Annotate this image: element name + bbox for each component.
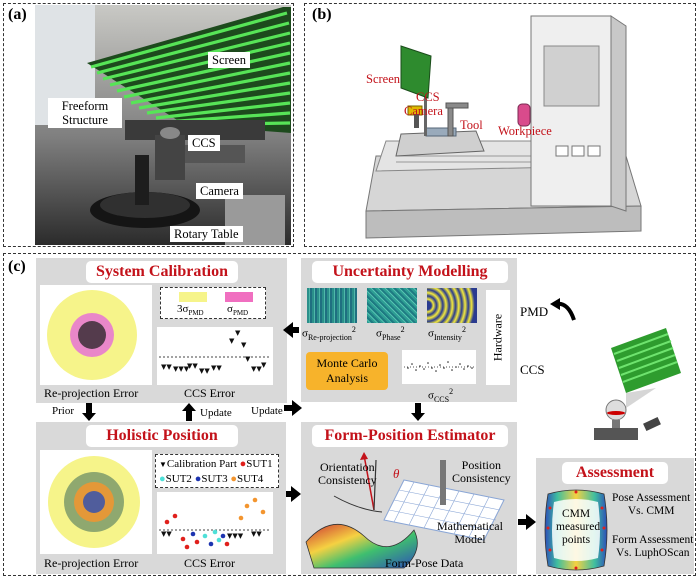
label-workpiece: Workpiece <box>498 124 552 138</box>
svg-text:▼▼: ▼▼ <box>251 530 262 538</box>
legend-label-sigma: σPMD <box>227 303 249 318</box>
reproj-caption-holistic: Re-projection Error <box>44 556 139 570</box>
sigma-legend: 3σPMD σPMD <box>160 287 266 319</box>
label-camera-b: Camera <box>404 104 443 118</box>
svg-text:▼▼: ▼▼ <box>251 365 262 373</box>
machine-cad-illustration <box>365 15 642 239</box>
svg-text:▼: ▼ <box>245 355 251 363</box>
reprojection-error-plot-calib <box>40 285 152 385</box>
ccs-noise-plot <box>402 350 476 384</box>
panel-a-photo <box>35 5 291 245</box>
sigma-phase-label: σPhase2 <box>376 325 405 342</box>
svg-text:▼: ▼ <box>229 337 235 345</box>
svg-text:▼: ▼ <box>235 329 241 337</box>
sigma-intensity-label: σIntensity2 <box>428 325 466 342</box>
arrow-uncertainty-to-estimator <box>411 403 425 421</box>
svg-text:▼▼: ▼▼ <box>161 363 172 371</box>
ccs-error-plot-holistic: ▼▼▼▼▼▼▼ <box>157 492 273 554</box>
legend-swatch-3sigma <box>179 292 207 302</box>
label-ccs-b: CCS <box>416 90 440 104</box>
panel-a-label: (a) <box>8 6 27 23</box>
uncertainty-title: Uncertainty Modelling <box>312 261 508 283</box>
panel-c-label: (c) <box>8 258 26 275</box>
holistic-legend: ▼Calibration Part ●SUT1 ●SUT2 ●SUT3 ●SUT… <box>155 454 279 488</box>
label-screen-a: Screen <box>208 52 251 68</box>
update-label-left: Update <box>200 407 232 419</box>
lab-photo-illustration <box>35 5 291 245</box>
ccs-caption-calib: CCS Error <box>184 386 235 400</box>
sigma-reprojection-label: σRe-projection2 <box>302 325 356 342</box>
arrow-estimator-to-calibration <box>284 400 302 416</box>
svg-text:▼▼▼: ▼▼▼ <box>173 365 190 373</box>
label-camera-a: Camera <box>196 183 243 199</box>
svg-text:▼: ▼ <box>241 341 247 349</box>
panel-b-label: (b) <box>312 6 332 23</box>
svg-text:▼▼: ▼▼ <box>187 362 198 370</box>
arrow-holistic-to-estimator <box>283 486 301 502</box>
panel-c-frame <box>3 253 696 576</box>
legend-calibration-part: ▼Calibration Part ●SUT1 <box>159 458 273 470</box>
holistic-position-title: Holistic Position <box>86 425 238 447</box>
prior-label: Prior <box>52 405 74 417</box>
hardware-box <box>486 290 510 385</box>
arrow-update-up <box>182 403 196 421</box>
svg-text:▼▼: ▼▼ <box>211 364 222 372</box>
label-ccs-a: CCS <box>188 135 220 151</box>
arrow-prior-down <box>82 403 96 421</box>
estimator-illustration <box>305 452 505 569</box>
noise-reprojection-image <box>307 288 357 323</box>
panel-b-frame <box>304 3 696 247</box>
noise-phase-image <box>367 288 417 323</box>
estimator-title: Form-Position Estimator <box>312 425 508 447</box>
arrow-uncertainty-to-calibration <box>283 322 299 338</box>
legend-sut-row: ●SUT2 ●SUT3 ●SUT4 <box>159 473 264 485</box>
ccs-error-plot-calib: ▼▼▼▼▼▼▼▼▼▼▼ ▼▼▼▼ ▼▼▼ <box>157 327 273 385</box>
reproj-caption-calib: Re-projection Error <box>44 386 139 400</box>
system-calibration-title: System Calibration <box>86 261 238 283</box>
svg-text:▼▼: ▼▼ <box>161 530 172 538</box>
reprojection-error-plot-holistic <box>40 450 152 554</box>
legend-label-3sigma: 3σPMD <box>177 303 204 318</box>
noise-intensity-image <box>427 288 477 323</box>
svg-text:▼▼▼: ▼▼▼ <box>227 532 244 540</box>
arrow-estimator-to-assessment <box>518 514 536 530</box>
panel-a-frame <box>3 3 294 247</box>
label-tool: Tool <box>460 118 483 132</box>
assessment-part-illustration <box>544 489 608 571</box>
svg-text:▼▼: ▼▼ <box>199 367 210 375</box>
form-pose-data-label: Form-Pose Data <box>385 556 464 570</box>
ccs-caption-holistic: CCS Error <box>184 556 235 570</box>
pmd-label: PMD <box>520 304 549 319</box>
hardware-label: Hardware <box>490 313 505 362</box>
legend-swatch-sigma <box>225 292 253 302</box>
ccs-label-right: CCS <box>520 362 545 377</box>
update-label-right: Update <box>251 405 283 417</box>
theta-label: θ <box>393 466 400 481</box>
label-screen-b: Screen <box>366 72 401 86</box>
label-rotary-table: Rotary Table <box>170 226 243 242</box>
svg-text:▼: ▼ <box>261 361 267 369</box>
sigma-ccs-label: σCCS2 <box>428 387 454 404</box>
curved-arrow-pmd <box>550 298 576 321</box>
assessment-title: Assessment <box>562 462 668 484</box>
pmd-setup-illustration <box>594 328 681 440</box>
